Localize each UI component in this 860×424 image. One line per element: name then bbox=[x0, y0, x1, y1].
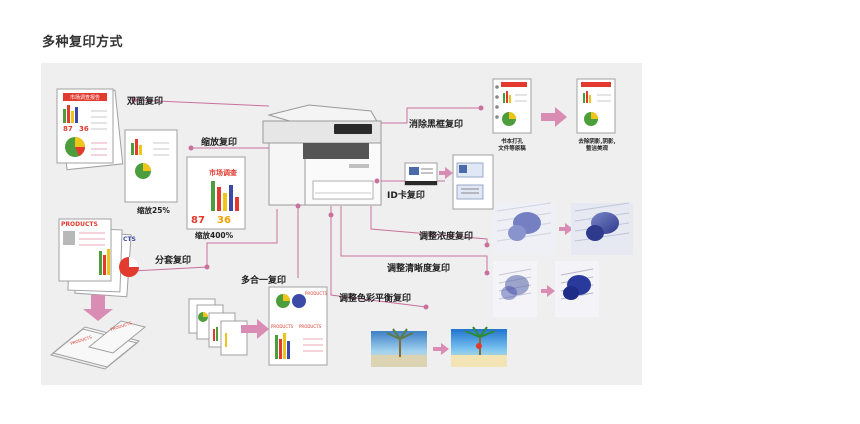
sharpness-arrow bbox=[541, 285, 555, 297]
sort-doc-products: PRODUCTS bbox=[61, 221, 98, 228]
nup-doc-products-1: PRODUCTS bbox=[305, 291, 328, 296]
erase-after-doc bbox=[576, 78, 616, 134]
diagram-canvas: 市场调查报告 87 36 双面复印 缩放25% 市场调查 bbox=[49, 78, 633, 370]
nup-documents: PRODUCTS PRODUCTS PRODUCTS bbox=[188, 286, 328, 366]
label-erase-after-2: 整洁美观 bbox=[586, 144, 609, 152]
idcard-illustration bbox=[404, 154, 494, 210]
sort-doc-products-b: CTS bbox=[123, 236, 136, 243]
label-colorbalance: 调整色彩平衡复印 bbox=[339, 292, 411, 304]
density-arrow bbox=[559, 223, 573, 235]
zoom-large-doc: 市场调查 87 36 bbox=[186, 156, 246, 230]
label-erase-before-2: 文件等原稿 bbox=[498, 144, 526, 152]
label-sharpness: 调整清晰度复印 bbox=[387, 262, 450, 274]
label-zoom400: 缩放400% bbox=[195, 230, 234, 240]
colorbalance-after-photo bbox=[451, 326, 507, 367]
label-erase-before-1: 书本打孔 bbox=[501, 137, 524, 145]
svg-text:PRODUCTS: PRODUCTS bbox=[70, 334, 93, 346]
zoom-pct-b: 36 bbox=[217, 215, 231, 226]
colorbalance-before-photo bbox=[371, 328, 427, 367]
label-erase: 消除黑框复印 bbox=[409, 118, 463, 130]
label-erase-after-1: 去除阴影,阴影, bbox=[578, 137, 615, 145]
label-zoom: 缩放复印 bbox=[201, 136, 237, 148]
nup-doc-products-2: PRODUCTS bbox=[271, 324, 294, 329]
duplex-doc-title: 市场调查报告 bbox=[70, 94, 100, 101]
connector-lines bbox=[131, 97, 490, 310]
sort-documents: PRODUCTS CTS PRODUCTS PRODUCTS bbox=[49, 218, 147, 370]
erase-before-doc bbox=[492, 78, 532, 134]
zoom-pct-a: 87 bbox=[191, 215, 205, 226]
zoom-small-doc bbox=[124, 129, 178, 203]
colorbalance-arrow bbox=[433, 343, 449, 355]
density-before-photo bbox=[493, 202, 555, 255]
label-zoom25: 缩放25% bbox=[137, 205, 170, 215]
copy-modes-diagram: 市场调查报告 87 36 双面复印 缩放25% 市场调查 bbox=[41, 63, 642, 385]
zoom-doc-title: 市场调查 bbox=[209, 168, 238, 177]
duplex-pct-a: 87 bbox=[63, 125, 73, 133]
erase-arrow bbox=[541, 107, 567, 127]
label-sort: 分套复印 bbox=[155, 254, 191, 266]
sharpness-after-photo bbox=[555, 261, 599, 317]
label-idcard: ID卡复印 bbox=[387, 189, 425, 201]
label-density: 调整浓度复印 bbox=[419, 230, 473, 242]
section-title: 多种复印方式 bbox=[42, 35, 124, 50]
printer-illustration bbox=[262, 104, 382, 206]
sharpness-before-photo bbox=[493, 261, 537, 317]
svg-text:PRODUCTS: PRODUCTS bbox=[110, 320, 133, 332]
duplex-pct-b: 36 bbox=[79, 125, 89, 133]
density-after-photo bbox=[571, 202, 633, 255]
label-nup: 多合一复印 bbox=[241, 274, 286, 286]
label-duplex: 双面复印 bbox=[127, 95, 163, 107]
nup-doc-products-3: PRODUCTS bbox=[299, 324, 322, 329]
duplex-documents: 市场调查报告 87 36 bbox=[56, 88, 124, 171]
